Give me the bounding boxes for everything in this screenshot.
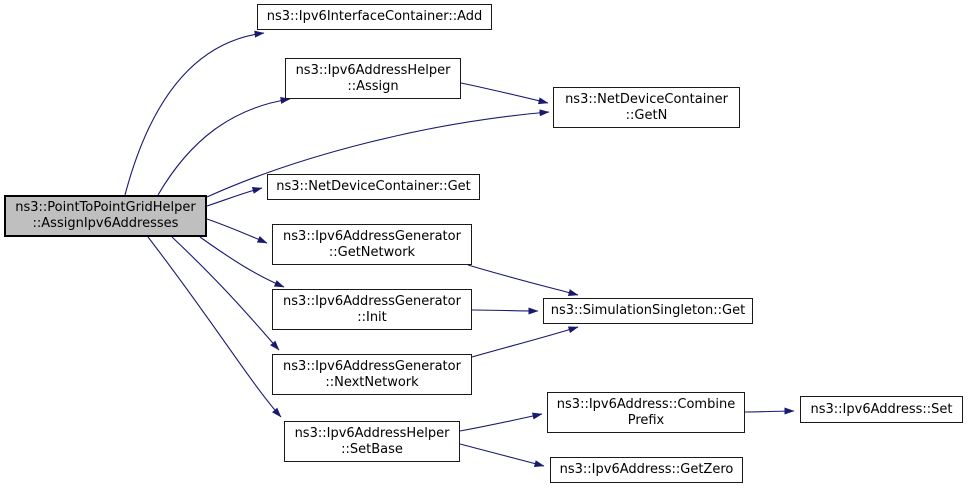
call-edge-assign-ipv6-addresses--ipv6-address-generator-init — [199, 236, 285, 288]
graph-node-ipv6-address-getzero[interactable]: ns3::Ipv6Address::GetZero — [550, 457, 743, 483]
call-edge-assign-ipv6-addresses--net-device-container-getn — [206, 109, 550, 198]
call-edge-ipv6-address-generator-getnetwork--simulation-singleton-get — [467, 264, 579, 296]
graph-node-ipv6-address-helper-setbase[interactable]: ns3::Ipv6AddressHelper ::SetBase — [284, 421, 460, 462]
graph-node-ipv6-address-set[interactable]: ns3::Ipv6Address::Set — [800, 396, 963, 423]
call-edge-assign-ipv6-addresses--ipv6-address-generator-nextnetwork — [171, 236, 280, 351]
call-edge-ipv6-address-combineprefix--ipv6-address-set — [744, 407, 795, 415]
call-edge-assign-ipv6-addresses--ipv6-address-helper-setbase — [147, 236, 282, 418]
graph-node-ipv6-address-generator-nextnetwork[interactable]: ns3::Ipv6AddressGenerator ::NextNetwork — [272, 354, 472, 395]
graph-node-ipv6-address-helper-assign[interactable]: ns3::Ipv6AddressHelper ::Assign — [285, 58, 461, 99]
call-edge-assign-ipv6-addresses--ipv6-address-helper-assign — [157, 97, 291, 196]
call-edge-ipv6-address-generator-init--simulation-singleton-get — [471, 307, 539, 315]
call-edge-ipv6-address-generator-nextnetwork--simulation-singleton-get — [471, 326, 579, 358]
call-edge-assign-ipv6-addresses--ipv6-interface-container-add — [124, 30, 265, 196]
call-edge-ipv6-address-helper-assign--net-device-container-getn — [460, 82, 549, 105]
call-edge-assign-ipv6-addresses--ipv6-address-generator-getnetwork — [206, 218, 268, 244]
call-edge-ipv6-address-helper-setbase--ipv6-address-getzero — [459, 443, 545, 468]
call-edge-ipv6-address-helper-setbase--ipv6-address-combineprefix — [459, 412, 543, 432]
graph-node-net-device-container-get[interactable]: ns3::NetDeviceContainer::Get — [267, 174, 480, 200]
graph-node-ipv6-interface-container-add[interactable]: ns3::Ipv6InterfaceContainer::Add — [257, 4, 492, 30]
graph-node-ipv6-address-generator-init[interactable]: ns3::Ipv6AddressGenerator ::Init — [272, 289, 472, 330]
graph-node-ipv6-address-combineprefix[interactable]: ns3::Ipv6Address::Combine Prefix — [547, 392, 745, 433]
graph-node-simulation-singleton-get[interactable]: ns3::SimulationSingleton::Get — [543, 298, 753, 324]
call-edge-assign-ipv6-addresses--net-device-container-get — [206, 187, 263, 207]
graph-node-net-device-container-getn[interactable]: ns3::NetDeviceContainer ::GetN — [553, 87, 740, 128]
graph-node-assign-ipv6-addresses: ns3::PointToPointGridHelper ::AssignIpv6… — [4, 195, 207, 237]
graph-node-ipv6-address-generator-getnetwork[interactable]: ns3::Ipv6AddressGenerator ::GetNetwork — [272, 224, 472, 265]
